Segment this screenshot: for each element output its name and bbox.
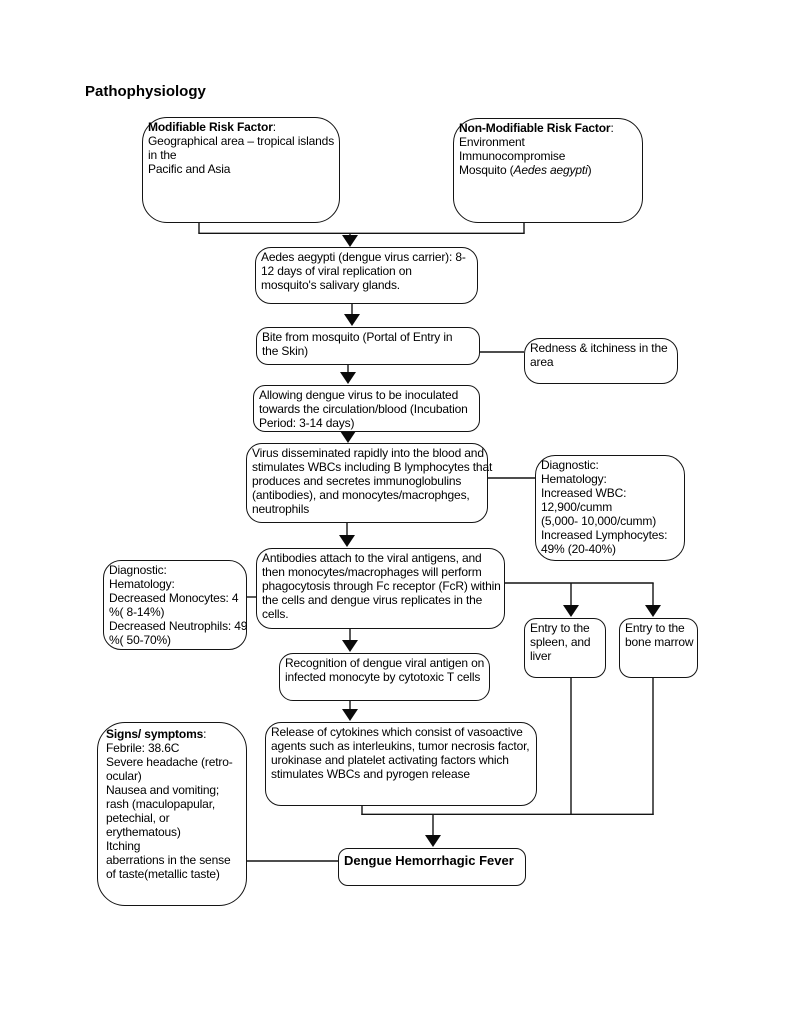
box-text: Recognition of dengue viral antigen on i… bbox=[285, 656, 485, 684]
page-title: Pathophysiology bbox=[85, 83, 206, 100]
box-dengue-hemorrhagic-fever: Dengue Hemorrhagic Fever bbox=[338, 848, 526, 886]
arrowhead bbox=[340, 431, 356, 443]
arrowhead bbox=[563, 605, 579, 617]
box-text: Virus disseminated rapidly into the bloo… bbox=[252, 446, 493, 516]
box-inoculation: Allowing dengue virus to be inoculated t… bbox=[253, 385, 480, 432]
box-signs-symptoms: Signs/ symptoms: Febrile: 38.6C Severe h… bbox=[97, 722, 247, 906]
box-text: Geographical area – tropical islands in … bbox=[148, 134, 335, 176]
box-text: Entry to the bone marrow bbox=[625, 621, 694, 649]
connector-aedes-to-bite bbox=[344, 304, 360, 326]
box-heading: Non-Modifiable Risk Factor: bbox=[459, 121, 614, 135]
box-text: Release of cytokines which consist of va… bbox=[271, 725, 530, 781]
box-entry-bone-marrow: Entry to the bone marrow bbox=[619, 618, 698, 678]
box-entry-spleen-liver: Entry to the spleen, and liver bbox=[524, 618, 606, 678]
box-virus-dissemination: Virus disseminated rapidly into the bloo… bbox=[246, 443, 493, 523]
box-redness-itchiness: Redness & itchiness in the area bbox=[524, 338, 678, 384]
connector-risk-factors-junction bbox=[198, 223, 525, 247]
arrowhead bbox=[344, 314, 360, 326]
box-mosquito-bite: Bite from mosquito (Portal of Entry in t… bbox=[256, 327, 480, 365]
connector-antibodies-to-recognition bbox=[342, 629, 358, 652]
box-text: Bite from mosquito (Portal of Entry in t… bbox=[262, 330, 453, 358]
mosquito-line: Mosquito (Aedes aegypti) bbox=[459, 163, 592, 177]
box-text: Entry to the spleen, and liver bbox=[530, 621, 591, 663]
box-text: Diagnostic: Hematology: Decreased Monocy… bbox=[109, 563, 248, 647]
box-text: Antibodies attach to the viral antigens,… bbox=[262, 551, 501, 621]
arrowhead bbox=[339, 535, 355, 547]
box-modifiable-risk-factor: Modifiable Risk Factor: Geographical are… bbox=[142, 117, 340, 223]
arrowhead bbox=[342, 640, 358, 652]
box-heading: Signs/ symptoms: bbox=[106, 727, 207, 741]
box-diagnostic-increased-wbc: Diagnostic: Hematology: Increased WBC: 1… bbox=[535, 455, 685, 561]
arrowhead bbox=[340, 372, 356, 384]
connector-dissemination-to-antibodies bbox=[339, 523, 355, 547]
connector-antibodies-to-entry-boxes bbox=[505, 582, 661, 617]
box-text: Redness & itchiness in the area bbox=[530, 341, 668, 369]
arrowhead bbox=[342, 709, 358, 721]
arrowhead bbox=[645, 605, 661, 617]
box-heading: Modifiable Risk Factor: bbox=[148, 120, 276, 134]
connector-inoculation-to-dissemination bbox=[340, 431, 356, 443]
box-text: Diagnostic: Hematology: Increased WBC: 1… bbox=[541, 458, 668, 556]
box-antibodies-phagocytosis: Antibodies attach to the viral antigens,… bbox=[256, 548, 505, 629]
box-recognition-t-cells: Recognition of dengue viral antigen on i… bbox=[279, 653, 490, 701]
box-cytokine-release: Release of cytokines which consist of va… bbox=[265, 722, 537, 806]
box-text: Environment Immunocompromise bbox=[459, 135, 566, 163]
connector-bite-to-inoculation bbox=[340, 365, 356, 384]
arrowhead bbox=[425, 835, 441, 847]
box-diagnostic-decreased-monocytes: Diagnostic: Hematology: Decreased Monocy… bbox=[103, 560, 247, 650]
box-aedes-replication: Aedes aegypti (dengue virus carrier): 8-… bbox=[255, 247, 478, 304]
box-text: Dengue Hemorrhagic Fever bbox=[344, 853, 514, 868]
connector-recognition-to-cytokines bbox=[342, 701, 358, 721]
box-non-modifiable-risk-factor: Non-Modifiable Risk Factor: Environment … bbox=[453, 118, 643, 223]
box-text: Allowing dengue virus to be inoculated t… bbox=[259, 388, 468, 430]
arrowhead bbox=[342, 235, 358, 247]
box-text: Aedes aegypti (dengue virus carrier): 8-… bbox=[261, 250, 466, 292]
box-text: Febrile: 38.6C Severe headache (retro- o… bbox=[106, 741, 233, 881]
